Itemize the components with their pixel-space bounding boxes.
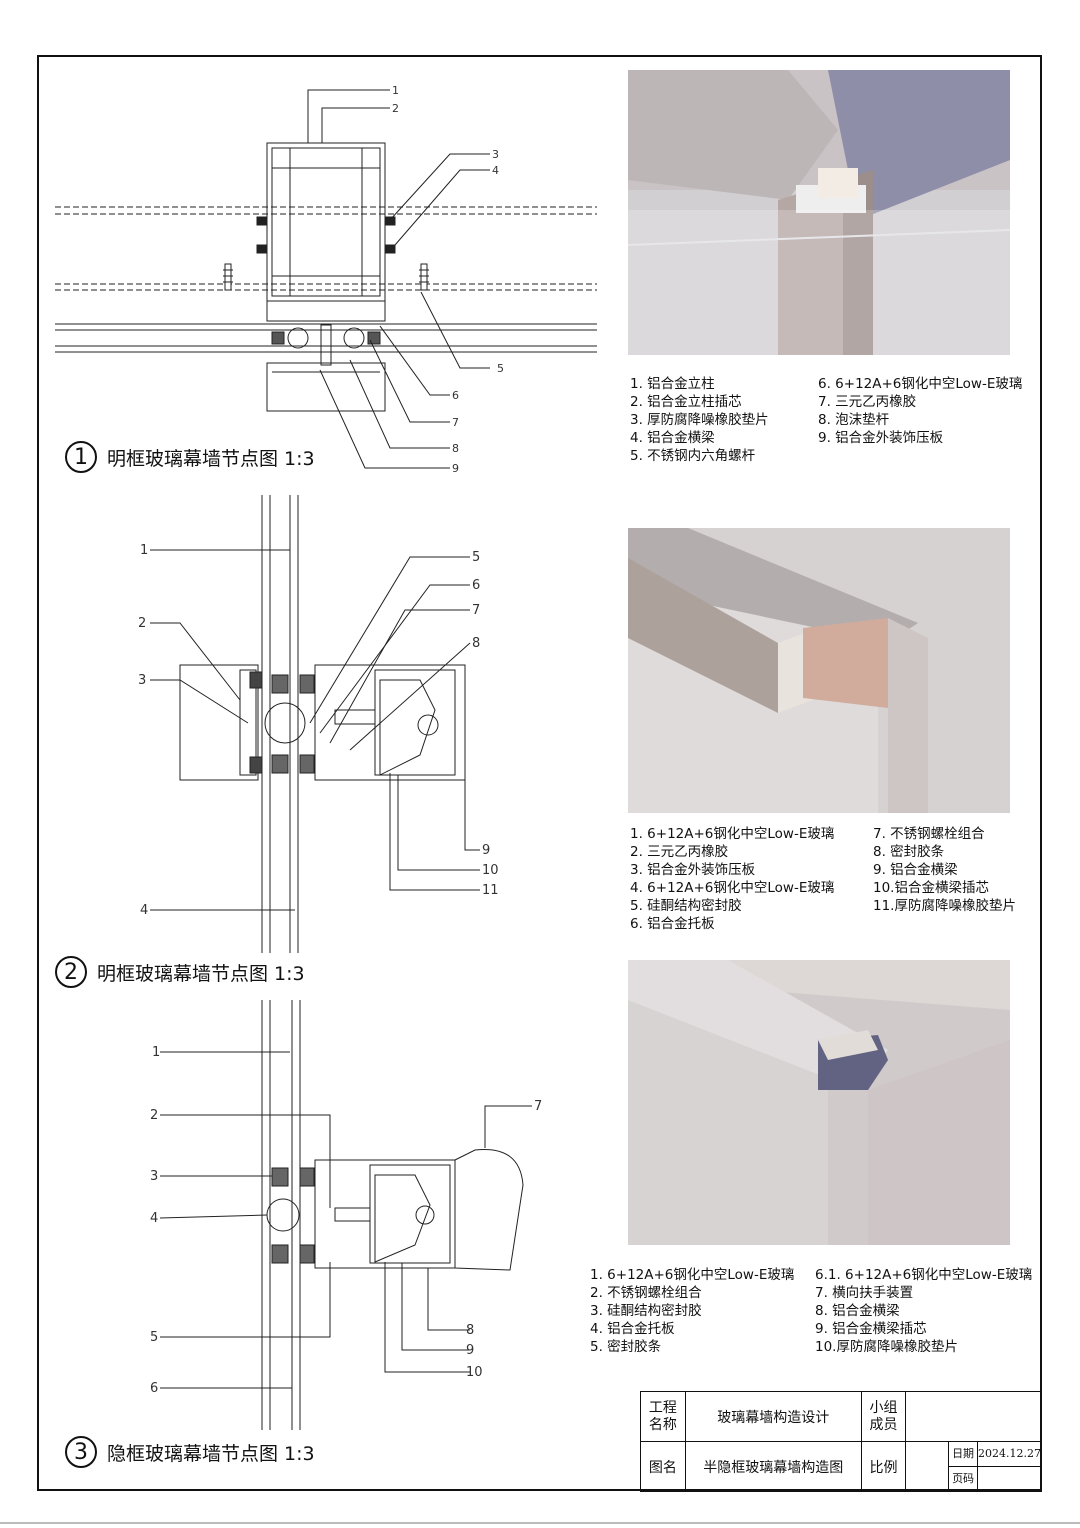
legend-item: 7. 不锈钢螺栓组合	[873, 826, 985, 842]
svg-text:5: 5	[150, 1330, 158, 1345]
legend-item: 3. 硅酮结构密封胶	[590, 1303, 702, 1319]
detail2-render-image	[628, 528, 1010, 813]
legend-item: 5. 不锈钢内六角螺杆	[630, 448, 756, 464]
detail3-render-image	[628, 960, 1010, 1245]
title-block: 工程 名称 玻璃幕墙构造设计 小组 成员 图名 半隐框玻璃幕墙构造图 比例 日期…	[640, 1391, 1042, 1492]
scale-value	[905, 1441, 950, 1492]
svg-text:2: 2	[150, 1108, 158, 1123]
members-value	[905, 1391, 1042, 1442]
date-label: 日期	[949, 1442, 978, 1467]
svg-text:1: 1	[392, 84, 399, 97]
svg-text:2: 2	[138, 616, 146, 631]
legend-item: 4. 6+12A+6钢化中空Low-E玻璃	[630, 880, 835, 896]
legend-item: 6. 铝合金托板	[630, 916, 715, 932]
svg-text:5: 5	[472, 550, 480, 565]
svg-text:1: 1	[140, 543, 148, 558]
detail2-legend: 1. 6+12A+6钢化中空Low-E玻璃 2. 三元乙丙橡胶 3. 铝合金外装…	[630, 825, 1043, 933]
legend-item: 7. 三元乙丙橡胶	[818, 394, 917, 410]
detail3-legend: 1. 6+12A+6钢化中空Low-E玻璃 2. 不锈钢螺栓组合 3. 硅酮结构…	[590, 1266, 1040, 1356]
svg-text:3: 3	[138, 673, 146, 688]
svg-text:8: 8	[452, 442, 459, 455]
legend-item: 6.1. 6+12A+6钢化中空Low-E玻璃	[815, 1267, 1033, 1283]
svg-text:9: 9	[452, 462, 459, 475]
detail2-section-drawing: 1 2 3 4 5 6 7 8 9 10 11	[138, 495, 499, 953]
legend-item: 2. 三元乙丙橡胶	[630, 844, 729, 860]
detail3-title: 隐框玻璃幕墙节点图 1:3	[107, 1442, 315, 1465]
page-value	[978, 1467, 1041, 1491]
svg-text:8: 8	[466, 1323, 474, 1338]
svg-text:1: 1	[152, 1045, 160, 1060]
legend-item: 6. 6+12A+6钢化中空Low-E玻璃	[818, 376, 1023, 392]
svg-text:10: 10	[466, 1365, 483, 1380]
legend-item: 5. 密封胶条	[590, 1339, 662, 1355]
legend-item: 2. 不锈钢螺栓组合	[590, 1285, 702, 1301]
legend-item: 11.厚防腐降噪橡胶垫片	[873, 898, 1016, 914]
svg-text:3: 3	[150, 1169, 158, 1184]
scale-label: 比例	[860, 1441, 907, 1492]
detail3-number: 3	[65, 1436, 97, 1468]
legend-item: 9. 铝合金横梁插芯	[815, 1321, 927, 1337]
svg-text:9: 9	[482, 843, 490, 858]
detail1-render-image	[628, 70, 1010, 355]
legend-item: 3. 厚防腐降噪橡胶垫片	[630, 412, 769, 428]
legend-item: 1. 6+12A+6钢化中空Low-E玻璃	[590, 1267, 795, 1283]
svg-text:4: 4	[150, 1211, 158, 1226]
legend-item: 4. 铝合金托板	[590, 1321, 675, 1337]
project-label: 工程 名称	[640, 1391, 686, 1442]
svg-text:8: 8	[472, 636, 480, 651]
detail1-number: 1	[65, 441, 97, 473]
members-label: 小组 成员	[860, 1391, 907, 1442]
detail2-number: 2	[55, 956, 87, 988]
legend-item: 4. 铝合金横梁	[630, 430, 715, 446]
detail2-caption: 2 明框玻璃幕墙节点图 1:3	[55, 956, 305, 988]
legend-item: 5. 硅酮结构密封胶	[630, 898, 742, 914]
svg-text:4: 4	[140, 903, 148, 918]
legend-item: 1. 铝合金立柱	[630, 376, 715, 392]
detail1-caption: 1 明框玻璃幕墙节点图 1:3	[65, 441, 315, 473]
svg-text:4: 4	[492, 164, 499, 177]
legend-item: 3. 铝合金外装饰压板	[630, 862, 756, 878]
svg-text:6: 6	[472, 578, 480, 593]
detail1-section-drawing: 1 2 3 4 5 6 7 8 9	[55, 84, 597, 475]
detail2-title: 明框玻璃幕墙节点图 1:3	[97, 962, 305, 985]
legend-item: 1. 6+12A+6钢化中空Low-E玻璃	[630, 826, 835, 842]
svg-text:5: 5	[497, 362, 504, 375]
drawing-frame	[37, 55, 1042, 1491]
project-name: 玻璃幕墙构造设计	[684, 1391, 862, 1442]
svg-text:6: 6	[150, 1381, 158, 1396]
svg-text:7: 7	[534, 1099, 542, 1114]
legend-item: 8. 泡沫垫杆	[818, 412, 890, 428]
page-label: 页码	[952, 1472, 975, 1485]
svg-text:6: 6	[452, 389, 459, 402]
legend-item: 10.铝合金横梁插芯	[873, 880, 989, 896]
legend-item: 9. 铝合金外装饰压板	[818, 430, 944, 446]
detail3-caption: 3 隐框玻璃幕墙节点图 1:3	[65, 1436, 315, 1468]
svg-text:2: 2	[392, 102, 399, 115]
legend-item: 10.厚防腐降噪橡胶垫片	[815, 1339, 958, 1355]
legend-item: 8. 密封胶条	[873, 844, 945, 860]
drawing-name: 半隐框玻璃幕墙构造图	[684, 1441, 862, 1492]
svg-text:9: 9	[466, 1343, 474, 1358]
legend-item: 9. 铝合金横梁	[873, 862, 958, 878]
legend-item: 8. 铝合金横梁	[815, 1303, 900, 1319]
svg-text:7: 7	[472, 603, 480, 618]
detail1-title: 明框玻璃幕墙节点图 1:3	[107, 447, 315, 470]
legend-item: 2. 铝合金立柱插芯	[630, 394, 742, 410]
detail1-legend: 1. 铝合金立柱 2. 铝合金立柱插芯 3. 厚防腐降噪橡胶垫片 4. 铝合金横…	[630, 375, 1038, 465]
svg-text:7: 7	[452, 416, 459, 429]
date-value: 2024.12.27	[978, 1442, 1041, 1467]
drawing-label: 图名	[640, 1441, 686, 1492]
svg-text:3: 3	[492, 148, 499, 161]
page-bottom-rule	[0, 1522, 1080, 1524]
svg-text:10: 10	[482, 863, 499, 878]
detail3-section-drawing: 1 2 3 4 5 6 7 8 9 10	[150, 1000, 542, 1430]
svg-text:11: 11	[482, 883, 499, 898]
legend-item: 7. 横向扶手装置	[815, 1285, 914, 1301]
